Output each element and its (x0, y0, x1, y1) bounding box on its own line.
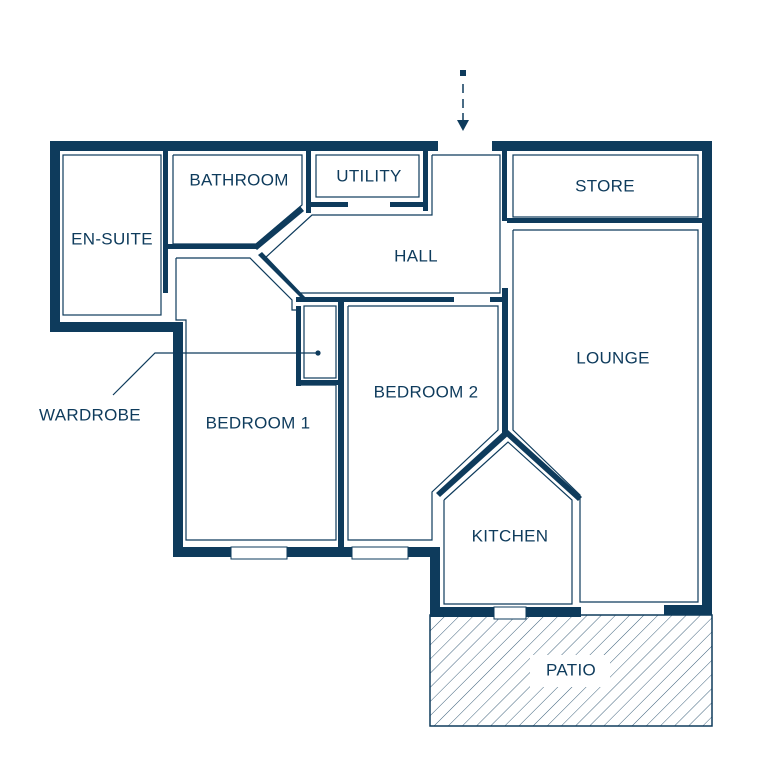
room-label-bedroom1: BEDROOM 1 (206, 413, 311, 432)
room-label-lounge: LOUNGE (576, 348, 650, 367)
room-label-bathroom: BATHROOM (189, 170, 288, 189)
exterior-walls (50, 141, 712, 617)
entrance-arrow-icon (457, 70, 469, 131)
room-label-kitchen: KITCHEN (472, 526, 549, 545)
wardrobe-pointer (112, 350, 321, 396)
windows (230, 546, 527, 620)
patio (429, 614, 713, 727)
room-label-hall: HALL (394, 246, 438, 265)
interior-walls (62, 151, 702, 605)
room-label-bedroom2: BEDROOM 2 (374, 382, 479, 401)
room-label-utility: UTILITY (336, 166, 401, 185)
room-label-store: STORE (575, 176, 635, 195)
annotation-wardrobe: WARDROBE (39, 405, 141, 424)
room-label-ensuite: EN-SUITE (71, 229, 153, 248)
room-label-patio: PATIO (546, 660, 596, 679)
